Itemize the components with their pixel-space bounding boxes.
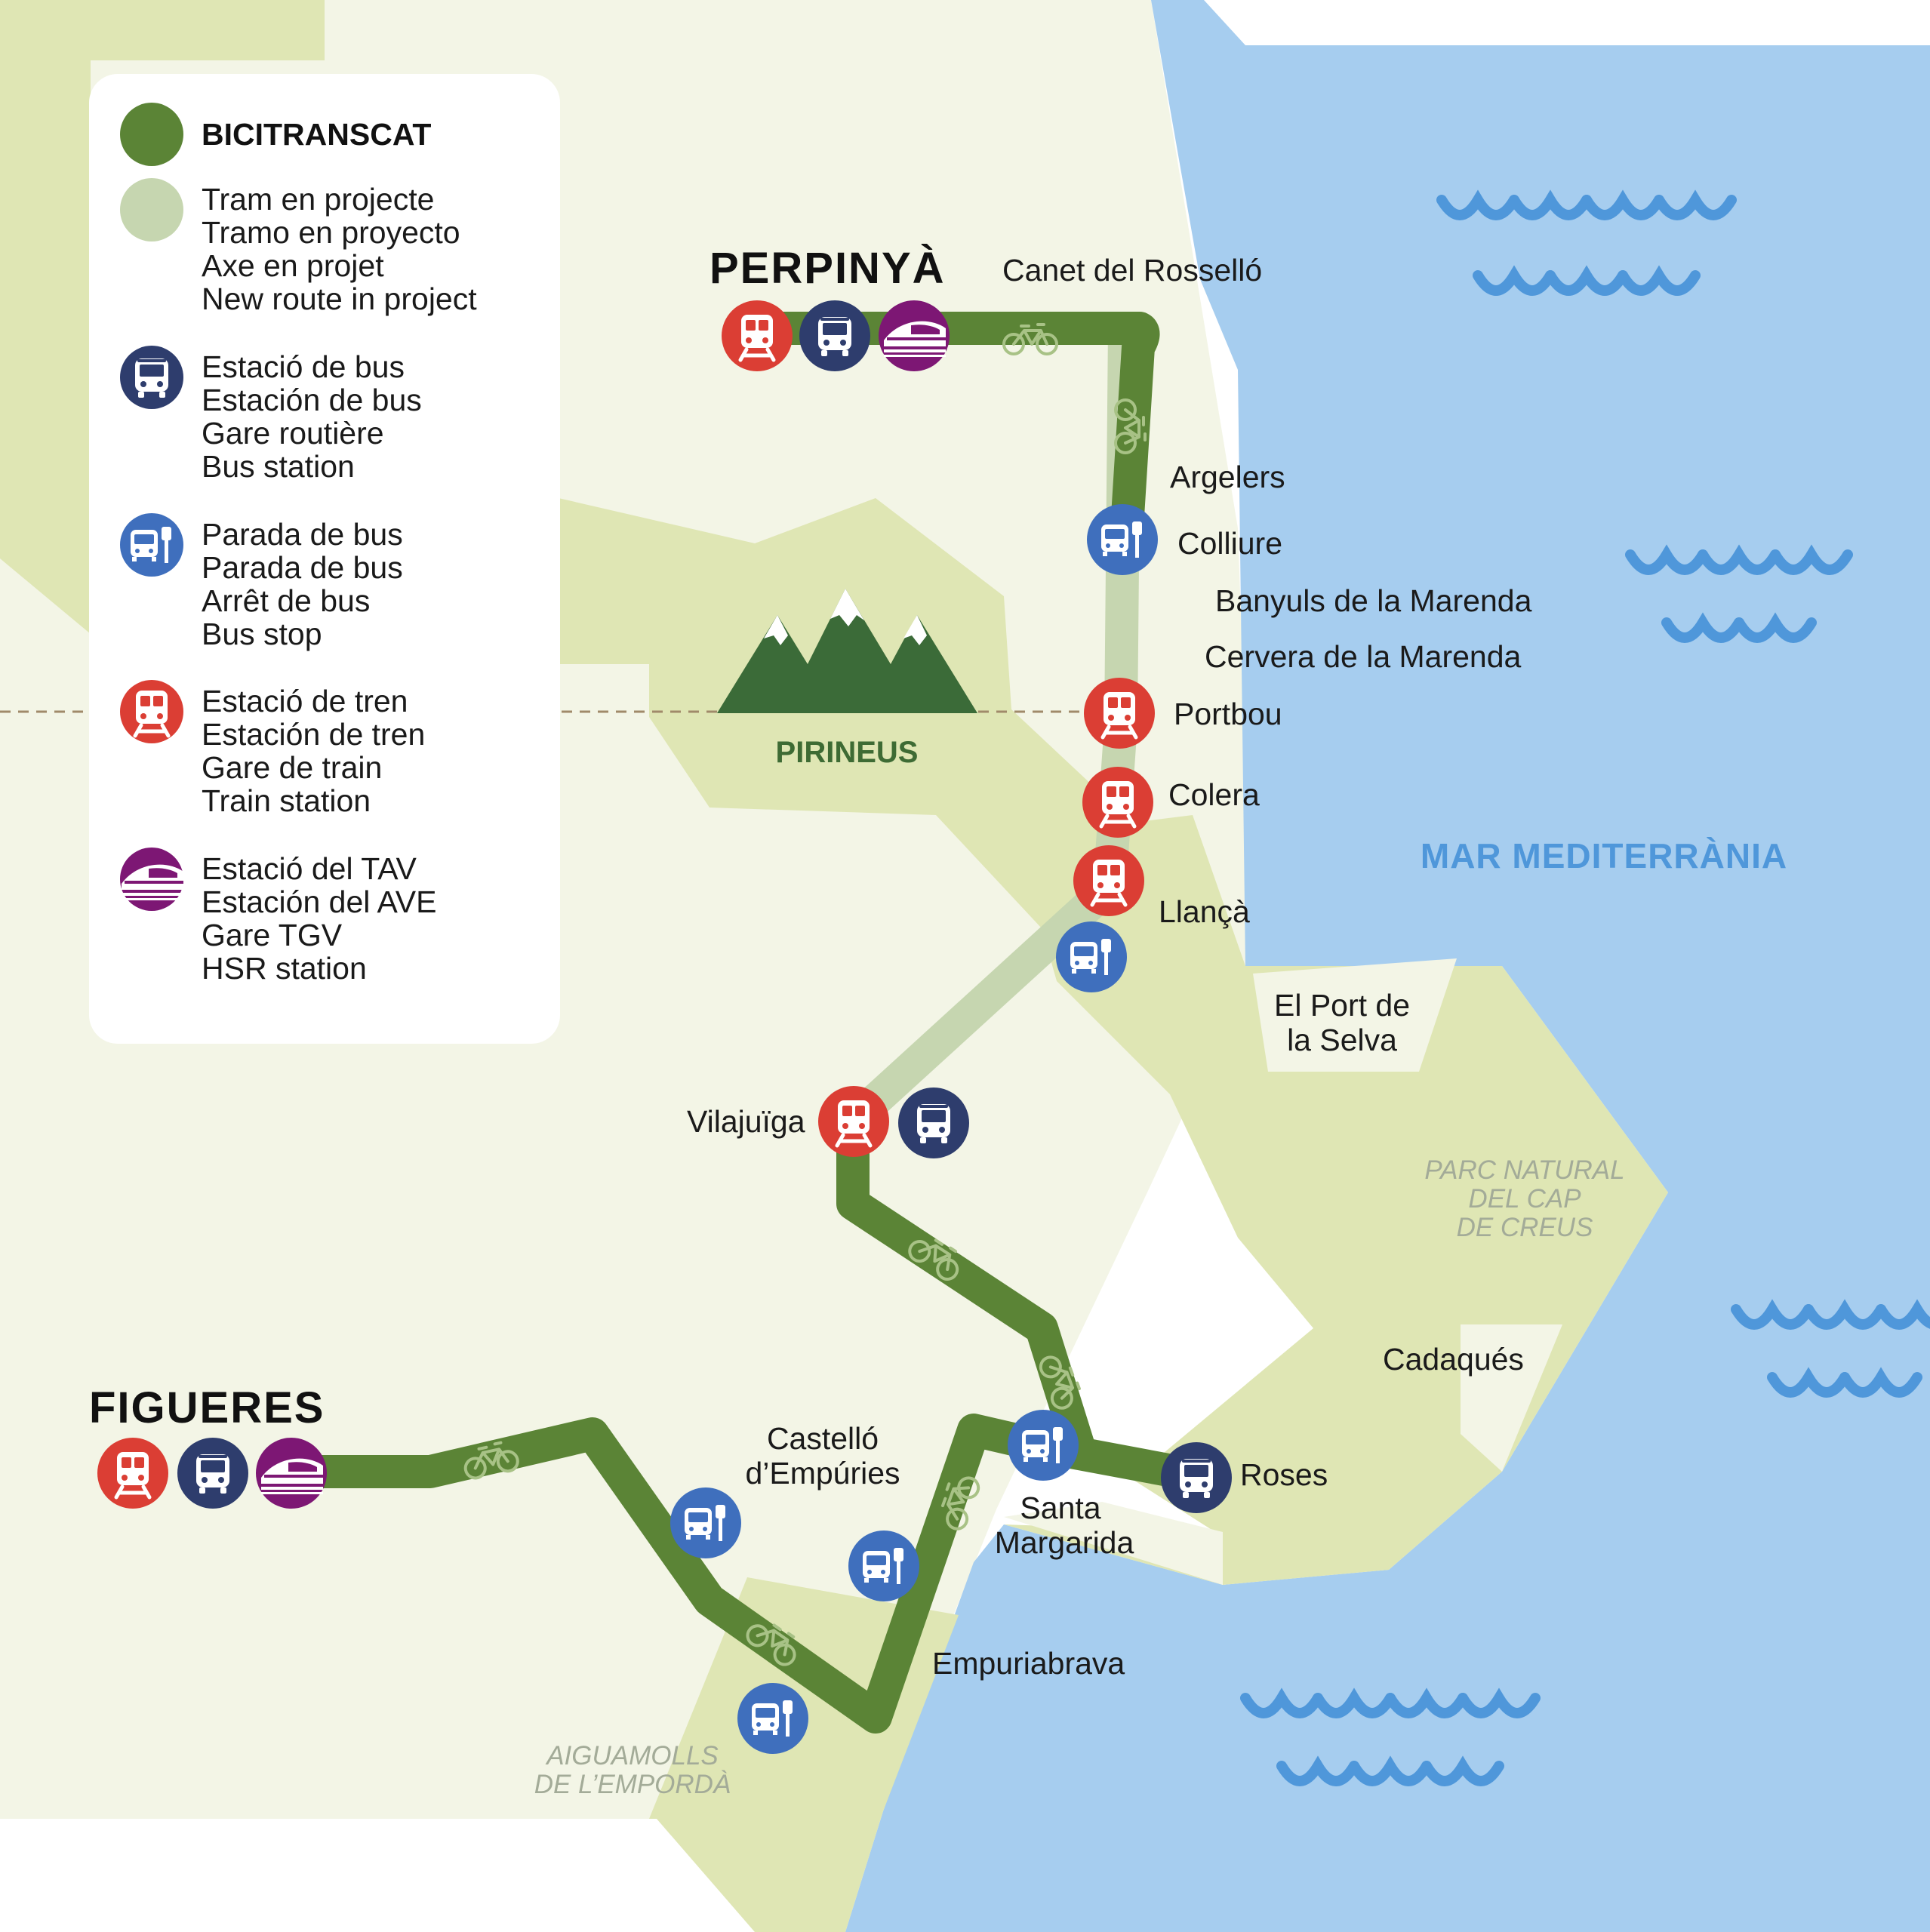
place-label-santa-margarida: Margarida (995, 1525, 1134, 1560)
city-label-perpignan: PERPINYÀ (710, 244, 946, 293)
legend-route-title: BICITRANSCAT (202, 117, 431, 152)
bus-stop-icon[interactable] (1087, 504, 1158, 575)
train-station-icon[interactable] (1082, 767, 1153, 838)
aiguamolls-label: AIGUAMOLLS (545, 1741, 719, 1770)
city-label-figueres: FIGUERES (89, 1383, 325, 1432)
cap-creus-label: DEL CAP (1468, 1184, 1581, 1214)
place-label-empuriabrava: Empuriabrava (932, 1646, 1125, 1681)
place-label-banyuls: Banyuls de la Marenda (1215, 583, 1532, 618)
legend-bus-stop-text: Bus stop (202, 617, 322, 651)
hsr-station-icon[interactable] (256, 1438, 327, 1509)
green-area-topleft (0, 0, 325, 551)
bus-stop-icon[interactable] (737, 1683, 808, 1754)
bus-stop-icon[interactable] (670, 1487, 741, 1558)
legend-bus-station-text: Gare routière (202, 416, 384, 451)
legend-train-station-text: Estación de tren (202, 717, 425, 752)
port-de-la-selva-area (1253, 958, 1457, 1072)
legend-bus-stop-text: Arrêt de bus (202, 583, 370, 618)
place-label-castello: d’Empúries (745, 1456, 900, 1491)
place-label-cadaques: Cadaqués (1383, 1342, 1524, 1377)
bus-station-icon[interactable] (799, 300, 870, 371)
legend: BICITRANSCAT Tram en projecte Tramo en p… (89, 74, 560, 1044)
bus-stop-icon[interactable] (1008, 1410, 1079, 1481)
legend-hsr-station-text: HSR station (202, 951, 367, 986)
legend-project-text: Axe en projet (202, 248, 384, 283)
pirineus-label: PIRINEUS (776, 736, 919, 769)
hsr-station-icon (120, 848, 183, 911)
place-label-port-selva: El Port de (1274, 988, 1410, 1023)
place-label-colliure: Colliure (1177, 526, 1282, 561)
train-station-icon[interactable] (97, 1438, 168, 1509)
place-label-colera: Colera (1168, 777, 1260, 812)
train-station-icon[interactable] (818, 1086, 889, 1157)
place-label-roses: Roses (1240, 1457, 1328, 1492)
green-area-pyrenees (559, 498, 1668, 1585)
mountain-icon (717, 589, 977, 713)
train-station-icon (120, 680, 183, 743)
legend-project-text: Tram en projecte (202, 182, 434, 217)
cadaques-area (1461, 1324, 1562, 1472)
bus-station-icon[interactable] (898, 1088, 969, 1158)
cap-creus-label: PARC NATURAL (1424, 1155, 1624, 1185)
legend-project-swatch (120, 178, 183, 242)
bus-station-icon[interactable] (177, 1438, 248, 1509)
train-station-icon[interactable] (1084, 678, 1155, 749)
place-label-portbou: Portbou (1174, 697, 1282, 731)
legend-project-text: Tramo en proyecto (202, 215, 460, 250)
legend-bus-stop-text: Parada de bus (202, 517, 403, 552)
place-label-canet: Canet del Rosselló (1002, 253, 1262, 288)
sea-label: MAR MEDITERRÀNIA (1421, 836, 1787, 875)
bus-station-icon[interactable] (1161, 1442, 1232, 1513)
legend-hsr-station-text: Estación del AVE (202, 884, 436, 919)
bicitranscat-route-north (742, 312, 1160, 545)
bus-station-icon (120, 346, 183, 409)
legend-train-station-text: Train station (202, 783, 371, 818)
bus-stop-icon[interactable] (1056, 921, 1127, 992)
place-label-argelers: Argelers (1170, 460, 1285, 494)
place-label-cervera: Cervera de la Marenda (1205, 639, 1522, 674)
cap-creus-label: DE CREUS (1457, 1213, 1593, 1242)
legend-train-station-text: Estació de tren (202, 684, 408, 718)
bus-stop-icon (120, 513, 183, 577)
legend-route-swatch (120, 103, 183, 166)
legend-bus-station-text: Bus station (202, 449, 355, 484)
aiguamolls-label: DE L’EMPORDÀ (534, 1770, 731, 1799)
legend-hsr-station-text: Estació del TAV (202, 851, 417, 886)
legend-train-station-text: Gare de train (202, 750, 382, 785)
place-label-vilajuiga: Vilajuïga (687, 1104, 805, 1139)
bus-stop-icon[interactable] (848, 1531, 919, 1601)
place-label-santa-margarida: Santa (1020, 1491, 1100, 1525)
legend-project-text: New route in project (202, 281, 477, 316)
place-label-port-selva: la Selva (1287, 1023, 1397, 1057)
place-label-castello: Castelló (767, 1421, 879, 1456)
train-station-icon[interactable] (722, 300, 793, 371)
legend-bus-station-text: Estació de bus (202, 349, 405, 384)
hsr-station-icon[interactable] (879, 300, 950, 371)
white-area-bottom (0, 1819, 755, 1932)
place-label-llanca: Llançà (1159, 894, 1250, 929)
legend-bus-station-text: Estación de bus (202, 383, 422, 417)
legend-bus-stop-text: Parada de bus (202, 550, 403, 585)
train-station-icon[interactable] (1073, 845, 1144, 916)
legend-hsr-station-text: Gare TGV (202, 918, 343, 952)
